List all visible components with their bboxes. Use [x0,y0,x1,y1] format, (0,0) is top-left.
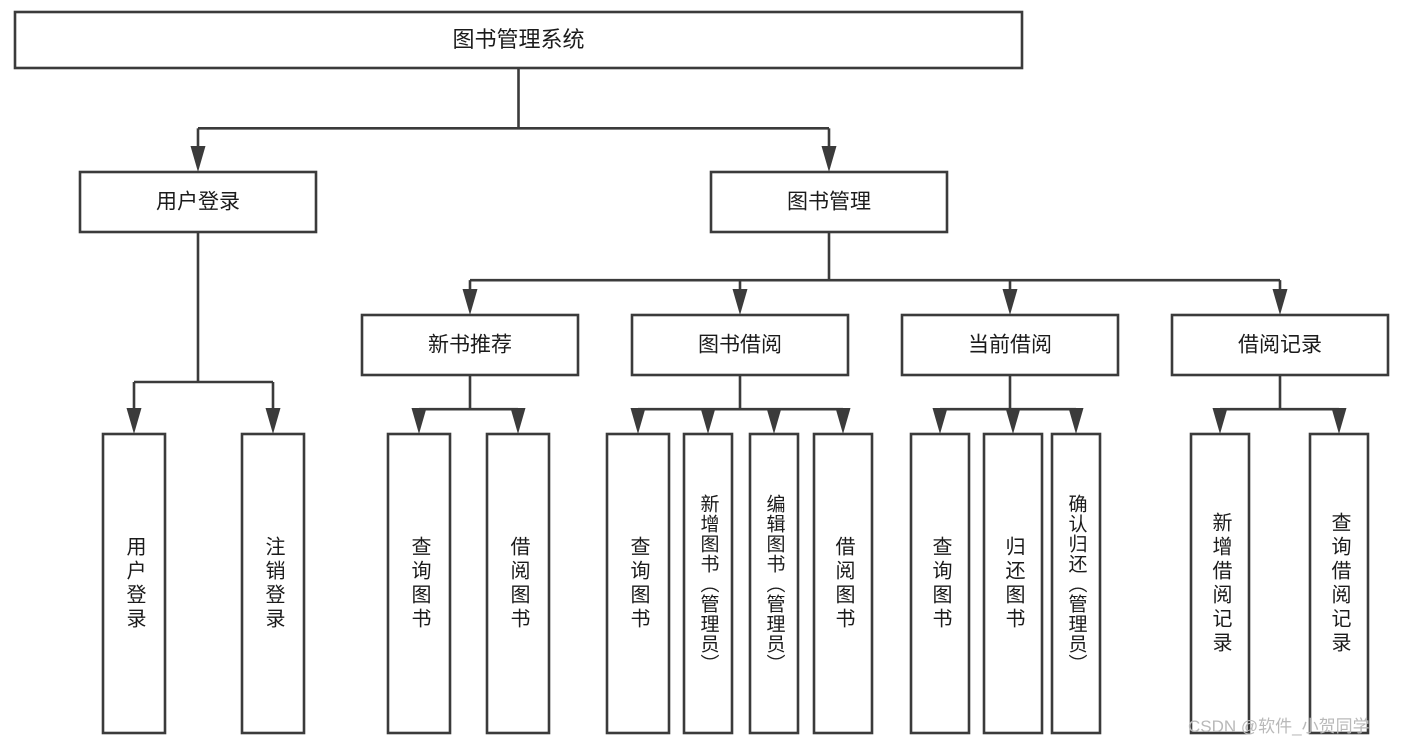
node-box-leaf-6[interactable] [682,432,734,735]
arrow-head-icon [821,146,837,172]
node-box-leaf-11[interactable] [1050,432,1102,735]
arrow-head-icon [265,408,281,434]
node-box-l1-b[interactable] [709,170,949,234]
node-label-l1-a: 用户登录 [156,191,240,214]
node-box-leaf-3[interactable] [386,432,452,735]
arrow-head-icon [190,146,206,172]
arrow-head-icon [462,289,478,315]
arrow-head-icon [932,408,948,434]
connector-layer [126,68,1347,434]
node-box-l1-a[interactable] [78,170,318,234]
node-label-l2-b: 图书借阅 [698,334,782,357]
arrow-head-icon [630,408,646,434]
watermark: CSDN @软件_小贺同学 [1188,717,1370,736]
node-box-l2-d[interactable] [1170,313,1390,377]
node-label-l2-a: 新书推荐 [428,334,512,357]
node-box-leaf-1[interactable] [101,432,167,735]
node-box-root[interactable] [13,10,1024,70]
node-label-l1-b: 图书管理 [787,191,871,214]
arrow-head-icon [510,408,526,434]
arrow-head-icon [766,408,782,434]
arrow-head-icon [700,408,716,434]
node-box-leaf-5[interactable] [605,432,671,735]
arrow-head-icon [126,408,142,434]
arrow-head-icon [835,408,851,434]
arrow-head-icon [1005,408,1021,434]
node-box-leaf-2[interactable] [240,432,306,735]
arrow-head-icon [1212,408,1228,434]
node-box-leaf-13[interactable] [1308,432,1370,735]
node-box-leaf-4[interactable] [485,432,551,735]
arrow-head-icon [732,289,748,315]
arrow-head-icon [1331,408,1347,434]
node-box-l2-c[interactable] [900,313,1120,377]
node-box-leaf-10[interactable] [982,432,1044,735]
arrow-head-icon [1272,289,1288,315]
arrow-head-icon [1068,408,1084,434]
arrow-head-icon [411,408,427,434]
node-label-l2-d: 借阅记录 [1238,334,1322,357]
node-box-leaf-7[interactable] [748,432,800,735]
arrow-head-icon [1002,289,1018,315]
node-label-root: 图书管理系统 [452,27,584,52]
node-label-l2-c: 当前借阅 [968,334,1052,357]
node-box-leaf-8[interactable] [812,432,874,735]
node-box-leaf-12[interactable] [1189,432,1251,735]
node-box-l2-a[interactable] [360,313,580,377]
node-box-leaf-9[interactable] [909,432,971,735]
node-box-l2-b[interactable] [630,313,850,377]
